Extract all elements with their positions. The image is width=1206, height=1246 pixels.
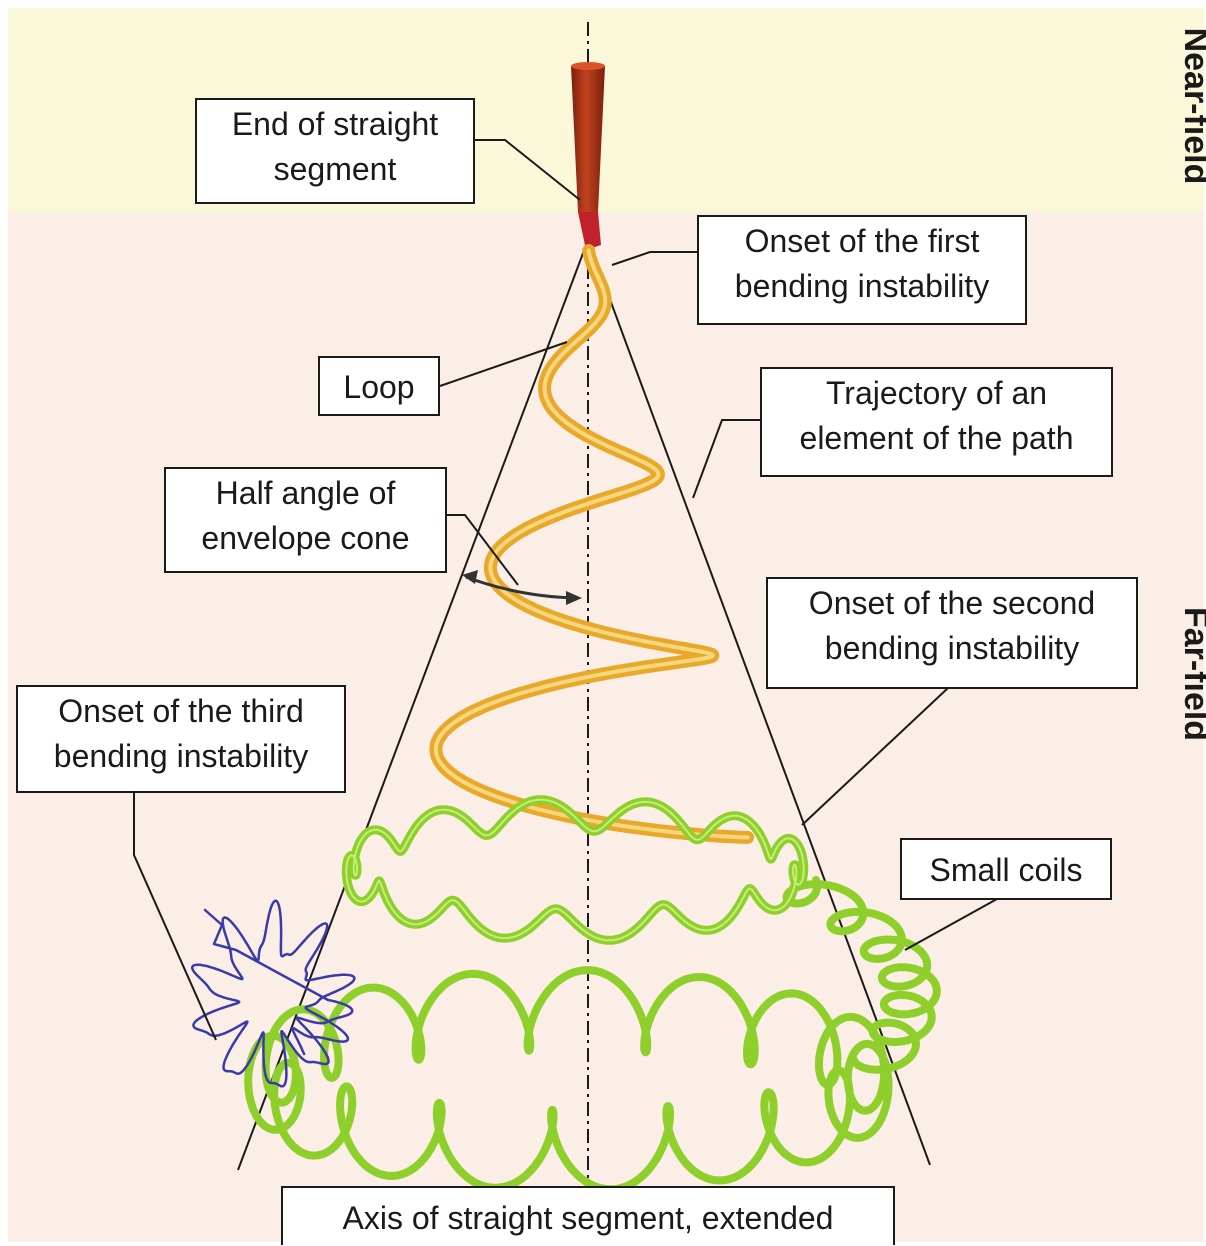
label-line: segment	[197, 147, 473, 192]
leader-onset-third	[134, 790, 216, 1040]
label-line: Loop	[320, 360, 438, 414]
label-onset-third: Onset of the third bending instability	[16, 685, 346, 793]
leader-trajectory	[693, 420, 761, 498]
label-line: Onset of the second	[768, 581, 1136, 626]
label-line: Small coils	[902, 842, 1110, 898]
label-trajectory: Trajectory of an element of the path	[760, 367, 1113, 477]
straight-jet-segment	[571, 66, 605, 212]
label-end-straight-segment: End of straight segment	[195, 98, 475, 204]
third-instability-curve	[192, 901, 354, 1087]
half-angle-arc	[466, 577, 578, 598]
label-line: element of the path	[762, 416, 1111, 461]
label-line: bending instability	[768, 626, 1136, 671]
label-half-angle: Half angle of envelope cone	[164, 467, 447, 573]
label-line: bending instability	[18, 734, 344, 779]
label-line: Axis of straight segment, extended	[283, 1190, 893, 1246]
label-small-coils: Small coils	[900, 838, 1112, 900]
label-line: envelope cone	[166, 516, 445, 561]
second-instability-upper-coils	[346, 800, 803, 941]
label-onset-second: Onset of the second bending instability	[766, 577, 1138, 689]
label-line: Onset of the first	[699, 219, 1025, 264]
label-axis: Axis of straight segment, extended	[281, 1186, 895, 1245]
leader-small-coils	[905, 894, 1006, 950]
label-line: Onset of the third	[18, 689, 344, 734]
label-loop: Loop	[318, 356, 440, 416]
label-line: Trajectory of an	[762, 371, 1111, 416]
second-instability-lower-coils	[248, 970, 888, 1189]
half-angle-arrow-right	[566, 591, 582, 605]
near-field-label: Near-field	[1175, 0, 1206, 216]
leader-onset-first	[612, 252, 698, 265]
label-onset-first: Onset of the first bending instability	[697, 215, 1027, 325]
far-field-label: Far-field	[1175, 564, 1206, 784]
label-line: bending instability	[699, 264, 1025, 309]
leader-onset-second	[802, 688, 948, 825]
jet-top	[571, 62, 605, 70]
leader-end-straight	[474, 140, 580, 200]
label-line: End of straight	[197, 102, 473, 147]
label-line: Half angle of	[166, 471, 445, 516]
leader-half-angle	[446, 515, 518, 585]
